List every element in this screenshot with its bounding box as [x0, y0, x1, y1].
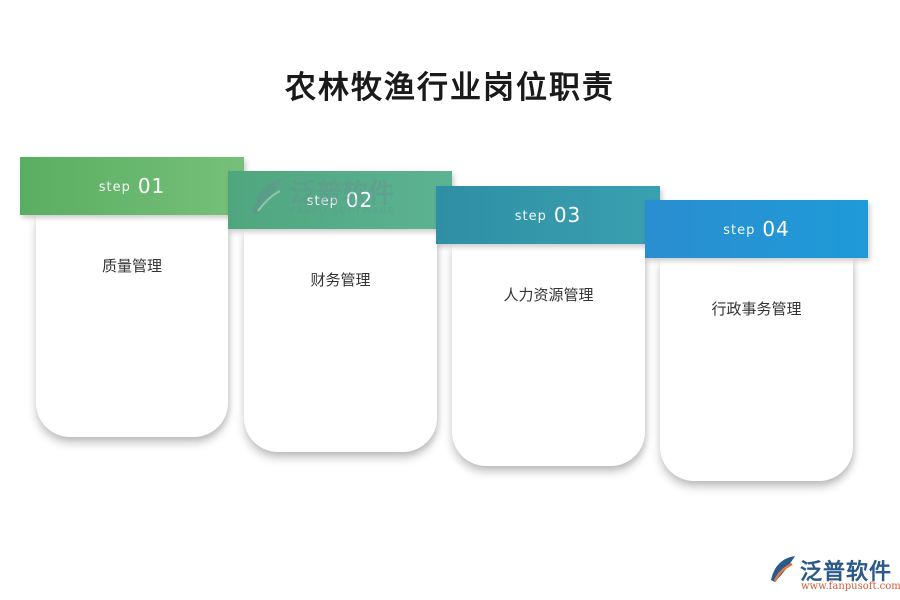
step-text: 质量管理	[101, 257, 162, 275]
step-text: 行政事务管理	[711, 300, 802, 318]
step-number: 01	[137, 174, 166, 198]
fanpu-leaf-icon	[771, 556, 795, 582]
brand-logo: 泛普软件 www.fanpusoft.com	[768, 552, 900, 596]
step-text: 财务管理	[310, 271, 371, 289]
step-banner: step 02	[228, 171, 452, 229]
step-card: 行政事务管理	[660, 258, 853, 481]
step-number: 04	[762, 217, 790, 241]
step-number: 03	[553, 203, 582, 227]
step-banner: step 04	[645, 200, 868, 258]
step-word: step	[98, 179, 131, 195]
step-banner: step 03	[436, 186, 660, 244]
step-card: 人力资源管理	[452, 244, 645, 466]
step-text: 人力资源管理	[503, 286, 594, 304]
step-card: 财务管理	[244, 229, 437, 452]
step-number: 02	[345, 188, 374, 212]
step-banner: step 01	[20, 157, 244, 215]
step-card: 质量管理	[36, 215, 228, 437]
step-word: step	[723, 222, 756, 238]
logo-text: 泛普软件	[800, 560, 893, 585]
step-word: step	[514, 208, 547, 224]
step-word: step	[306, 193, 339, 209]
page-title: 农林牧渔行业岗位职责	[285, 70, 615, 106]
logo-url: www.fanpusoft.com	[801, 581, 900, 592]
